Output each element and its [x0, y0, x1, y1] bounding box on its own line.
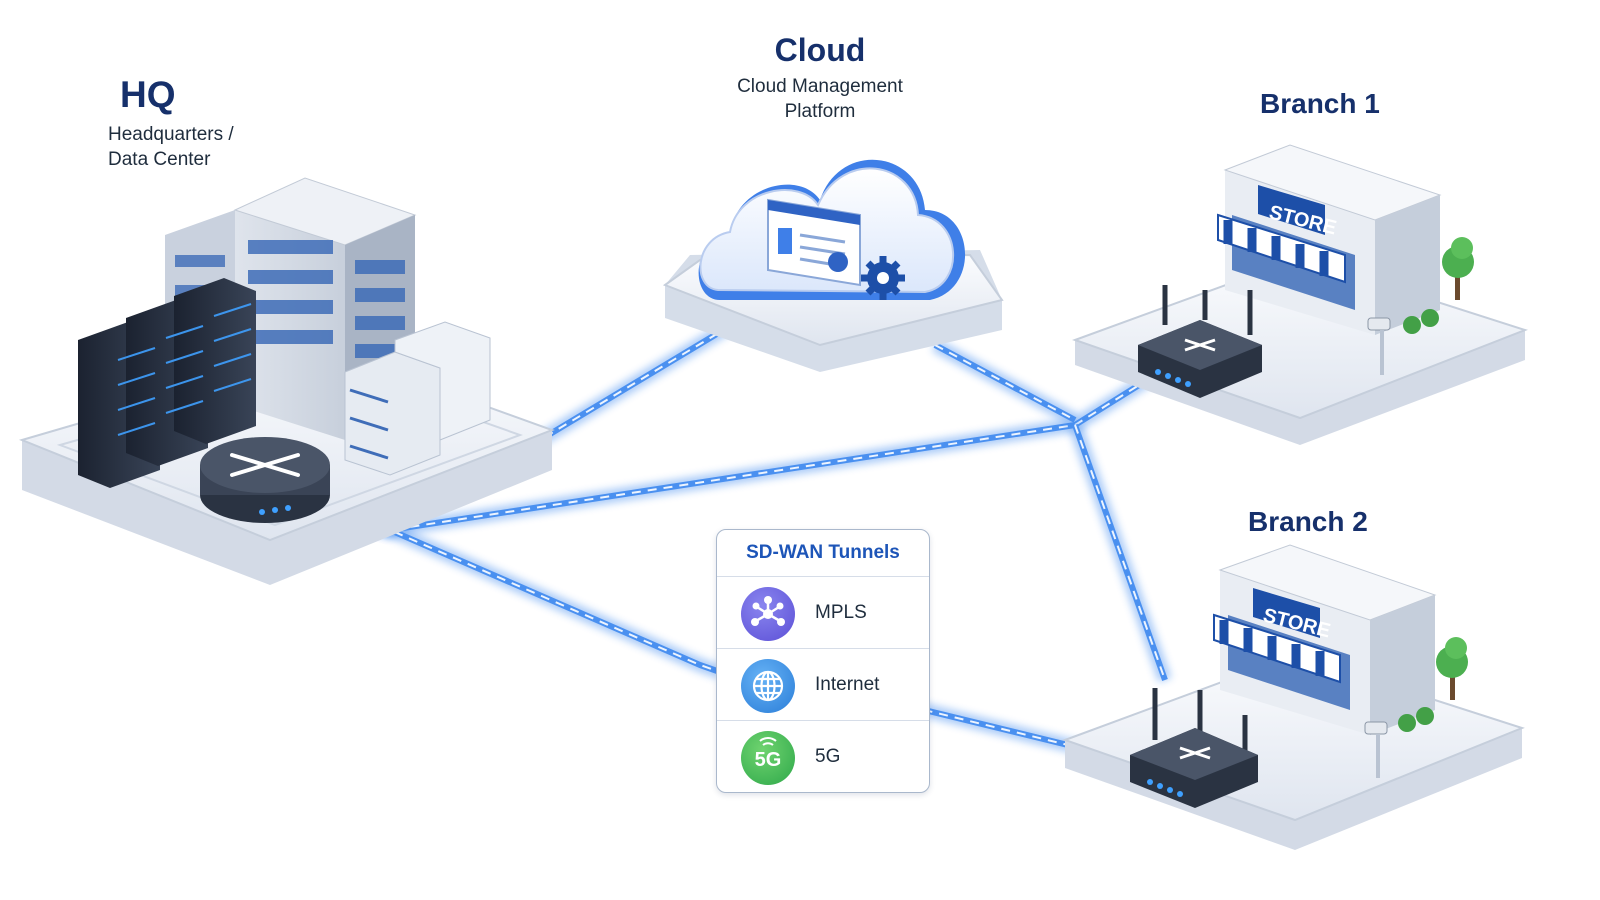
tunnel-junction-branch2-dashes: [1074, 424, 1166, 681]
cloud-title: Cloud: [774, 32, 866, 68]
branch1-router-icon: [1138, 285, 1262, 398]
cloud-subtitle-line2: Platform: [784, 101, 856, 122]
legend-item-5g: 5G 5G: [717, 720, 929, 792]
legend-item-mpls: MPLS: [717, 576, 929, 648]
cloud-subtitle: Cloud Management Platform: [720, 74, 920, 124]
tree-icon: [1398, 637, 1468, 732]
dashboard-icon: [767, 198, 861, 287]
branch1-store-building: STORE: [1217, 144, 1442, 335]
branch1-site: STORE: [1072, 144, 1528, 445]
globe-icon: [741, 659, 795, 713]
hq-subtitle: Headquarters / Data Center: [108, 122, 308, 172]
mpls-network-icon: [741, 587, 795, 641]
5g-badge-text: 5G: [754, 749, 782, 771]
branch2-site: STORE: [1062, 544, 1525, 850]
sdwan-tunnels-legend: SD-WAN Tunnels MPLS Internet 5G: [716, 529, 930, 793]
branch2-store-building: STORE: [1213, 544, 1437, 735]
branch1-title: Branch 1: [1260, 88, 1380, 119]
cloud-subtitle-line1: Cloud Management: [737, 76, 903, 97]
hq-subtitle-line1: Headquarters /: [108, 124, 234, 145]
hq-router-icon: [200, 437, 330, 523]
hq-site: [18, 177, 555, 585]
gear-icon: [861, 256, 905, 300]
server-racks: [78, 278, 256, 488]
branch2-title: Branch 2: [1248, 506, 1368, 537]
tunnel-cloud-branch1-dashes: [934, 344, 1076, 421]
storage-array: [344, 321, 491, 476]
legend-title: SD-WAN Tunnels: [746, 542, 900, 563]
camera-icon: [1364, 721, 1388, 778]
legend-label-mpls: MPLS: [815, 602, 867, 623]
hq-title: HQ: [120, 74, 176, 115]
5g-signal-icon: 5G: [741, 731, 795, 785]
cloud-platform: [662, 159, 1004, 372]
tree-icon: [1403, 237, 1474, 334]
legend-label-5g: 5G: [815, 746, 841, 767]
legend-label-internet: Internet: [815, 674, 880, 695]
camera-icon: [1367, 317, 1391, 375]
legend-item-internet: Internet: [717, 648, 929, 720]
hq-subtitle-line2: Data Center: [108, 149, 211, 170]
branch2-router-icon: [1130, 688, 1258, 808]
